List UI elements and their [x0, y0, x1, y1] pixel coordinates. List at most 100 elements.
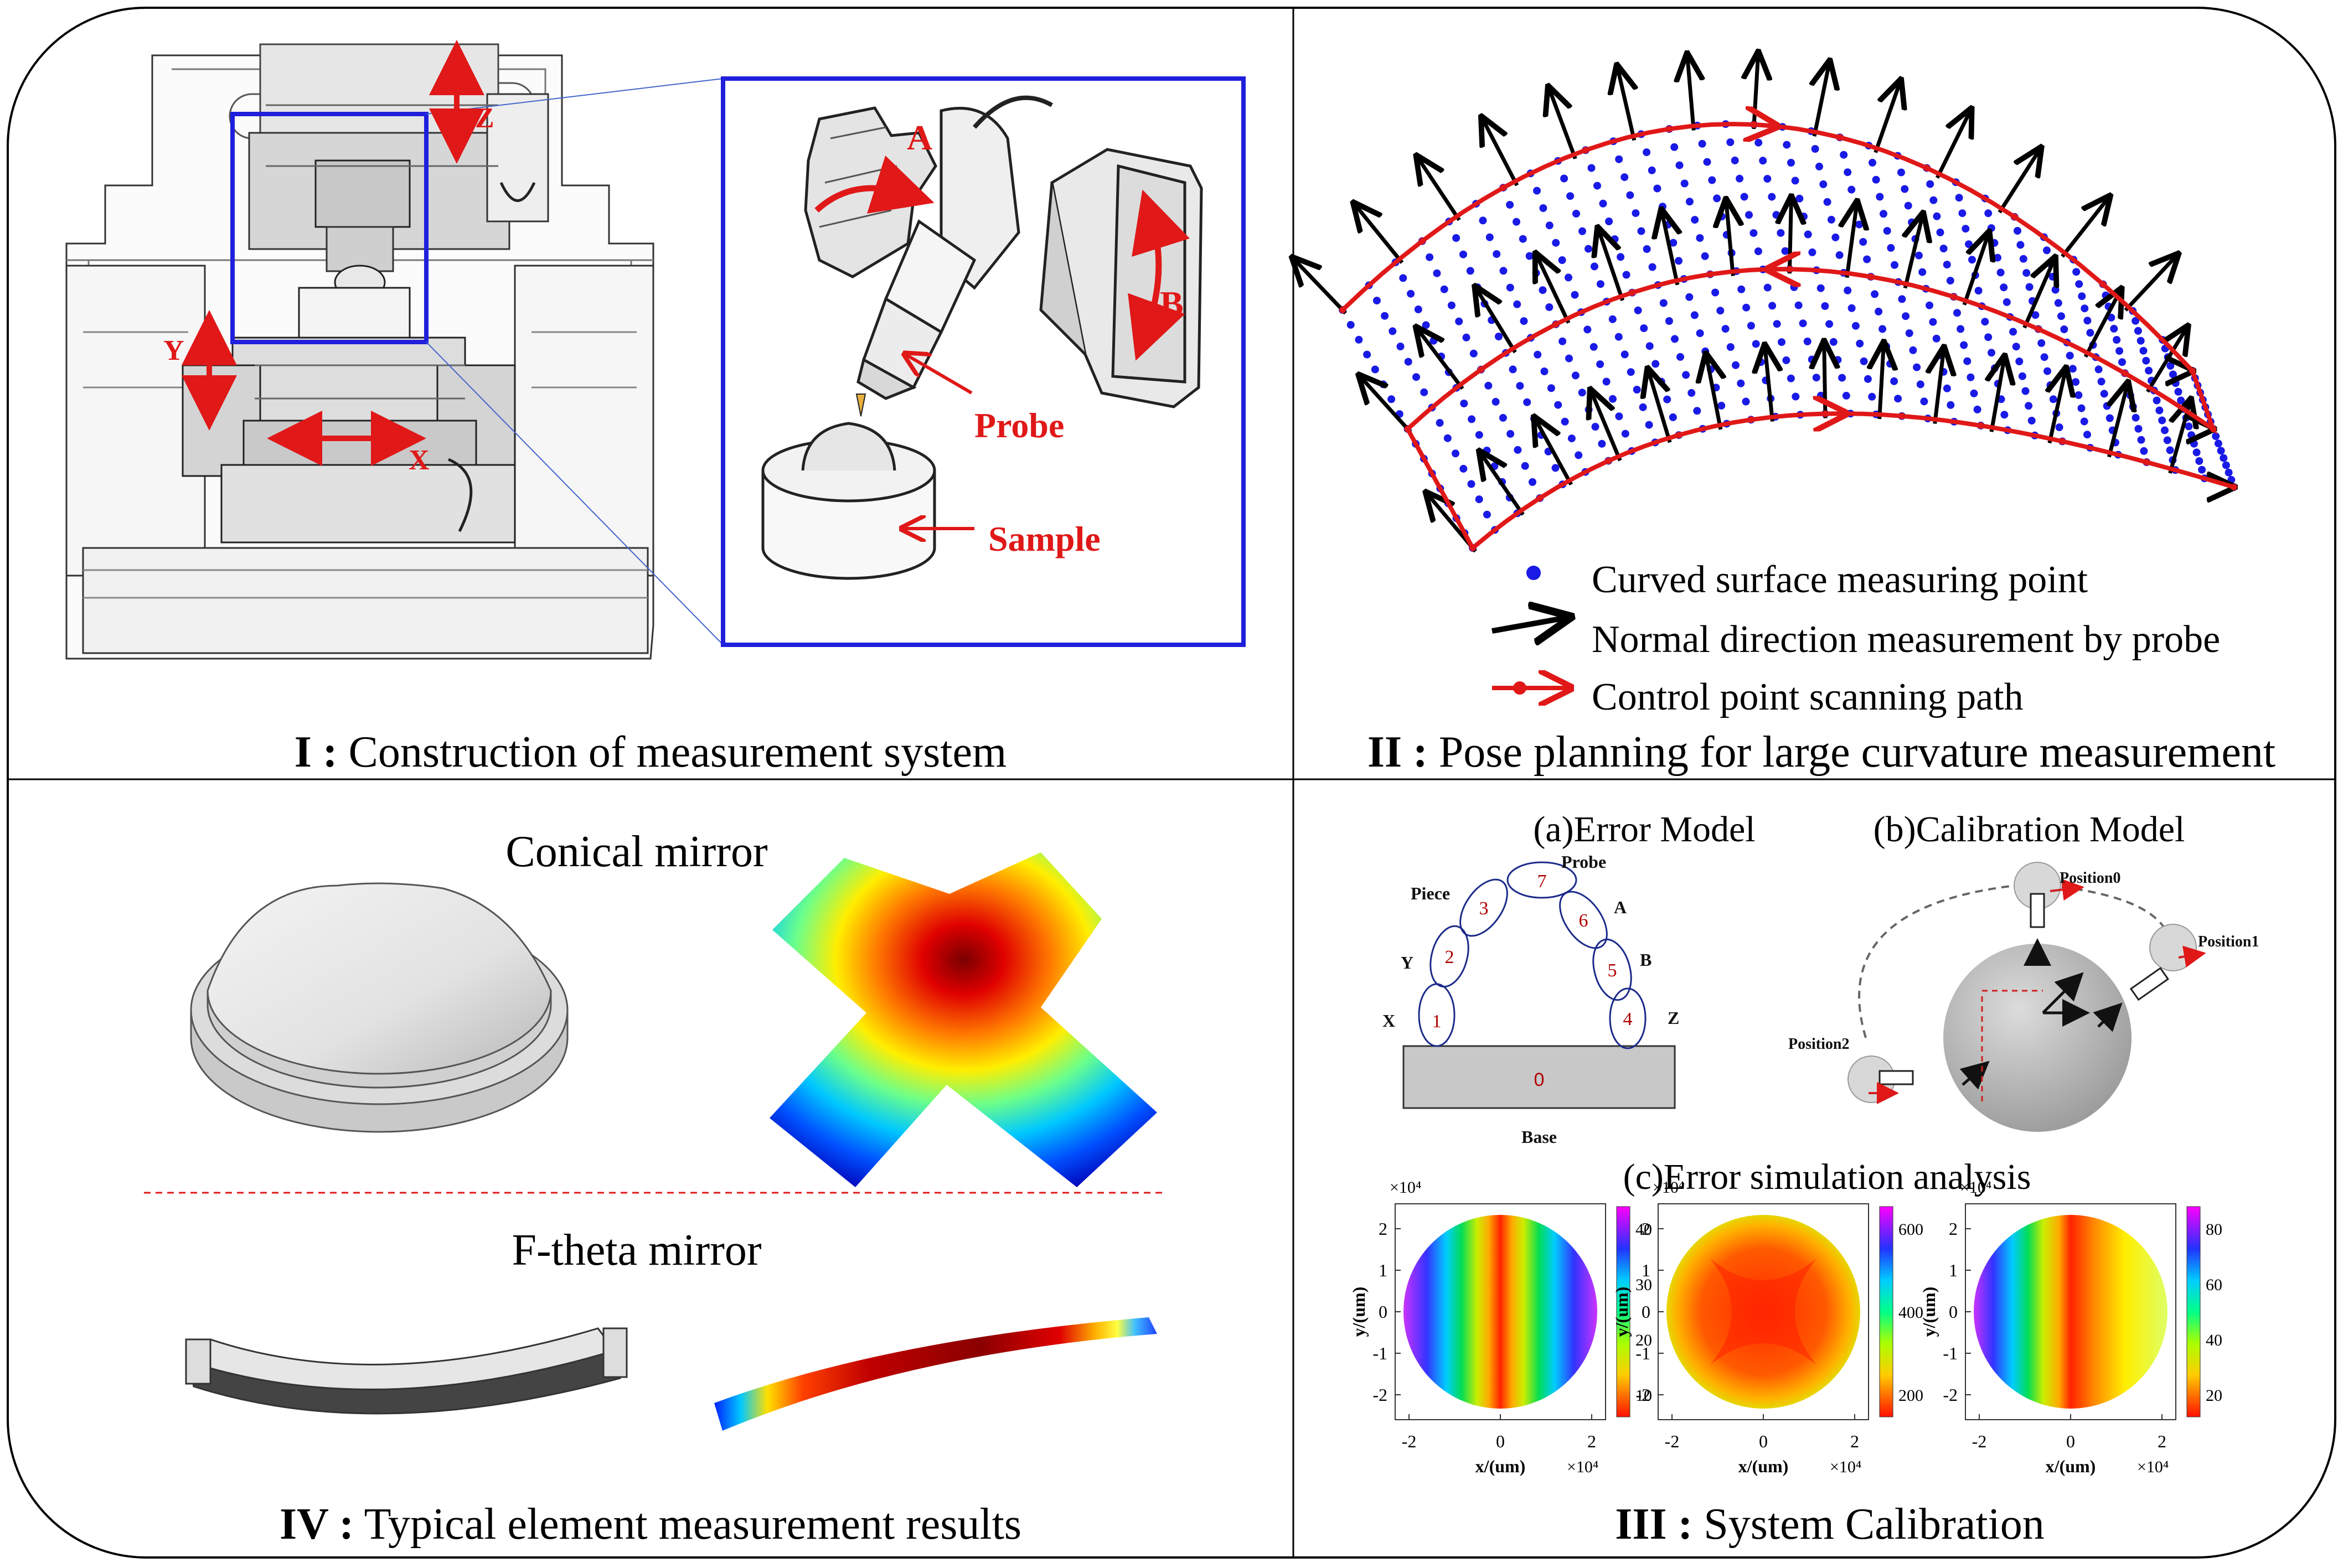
measuring-point: [2078, 292, 2086, 300]
y-tick-label: 0: [1949, 1302, 1958, 1322]
measuring-point: [1825, 320, 1833, 328]
measuring-point: [2129, 403, 2137, 411]
measuring-point: [1906, 329, 1913, 337]
probe-normal-arrow: [2025, 258, 2055, 328]
control-point: [1552, 321, 1559, 328]
measuring-point: [1731, 157, 1739, 164]
measuring-point: [1681, 180, 1689, 188]
measuring-point: [1844, 287, 1851, 294]
x-tick-label: -2: [1402, 1431, 1417, 1451]
y-exponent: ×10⁴: [1653, 1178, 1684, 1197]
error-model-title: (a)Error Model: [1533, 809, 1755, 850]
measuring-point: [1778, 338, 1785, 346]
measuring-point: [1444, 434, 1452, 442]
measuring-point: [1830, 338, 1838, 346]
control-point: [2210, 426, 2217, 432]
measuring-point: [1824, 198, 1831, 206]
measuring-point: [1994, 254, 2001, 262]
measuring-point: [1685, 293, 1693, 301]
measuring-point: [1699, 140, 1706, 148]
measuring-point: [1347, 321, 1355, 329]
measuring-point: [1646, 342, 1654, 350]
measuring-point: [1817, 284, 1825, 292]
measuring-point: [1468, 480, 1475, 488]
measuring-point: [1640, 324, 1648, 332]
colorbar-tick-label: 20: [2206, 1386, 2222, 1405]
measuring-point: [1412, 373, 1420, 381]
measuring-point: [1436, 419, 1444, 427]
measuring-point: [1649, 263, 1656, 271]
measuring-point: [2166, 362, 2174, 370]
control-point: [2059, 438, 2066, 444]
x-tick-label: -2: [1665, 1431, 1680, 1451]
measuring-point: [1675, 257, 1683, 265]
measuring-point: [1696, 234, 1704, 242]
measuring-point: [1611, 235, 1619, 243]
measuring-point: [1883, 227, 1891, 235]
measuring-point: [1918, 268, 1926, 276]
measuring-point: [1405, 358, 1412, 366]
y-link-label: Y: [1401, 953, 1413, 972]
measuring-point: [1953, 309, 1961, 317]
z-link-label: Z: [1668, 1008, 1679, 1028]
control-point: [1836, 134, 1843, 141]
probe-normal-arrow: [1417, 328, 1463, 389]
measuring-point: [1590, 343, 1598, 351]
measuring-point: [2132, 414, 2140, 422]
measuring-point: [1860, 358, 1868, 365]
measuring-point: [1687, 389, 1695, 397]
measuring-point: [2137, 337, 2145, 345]
measuring-point: [1623, 271, 1630, 279]
measuring-point: [1891, 261, 1898, 269]
measuring-point: [1513, 301, 1521, 308]
measuring-point: [1578, 227, 1586, 235]
measuring-point: [1799, 319, 1807, 327]
probe-normal-arrow: [1417, 157, 1459, 220]
measuring-point: [1790, 283, 1798, 291]
measuring-point: [2138, 436, 2145, 444]
measuring-point: [2222, 462, 2230, 469]
probe-normal-arrow: [1814, 61, 1830, 136]
measuring-point: [1749, 229, 1757, 237]
colorbar-tick-label: 600: [1898, 1220, 1923, 1239]
measuring-point: [1737, 286, 1745, 293]
measuring-point: [1926, 180, 1934, 188]
measuring-point: [1742, 304, 1750, 312]
control-point: [2231, 484, 2237, 490]
measuring-point: [1834, 356, 1841, 364]
pose-legend: Curved surface measuring point Normal di…: [1492, 558, 2220, 718]
measuring-point: [1545, 303, 1553, 311]
panel-measurement-results: Conical mirror F-theta mirror IV : Typic…: [144, 827, 1163, 1549]
measuring-point: [1475, 431, 1483, 439]
measuring-point: [2043, 368, 2051, 375]
measuring-point: [1741, 193, 1748, 201]
measuring-point: [1452, 449, 1459, 457]
measuring-point: [1717, 402, 1725, 410]
measuring-point: [2212, 432, 2220, 440]
measuring-point: [2060, 325, 2068, 333]
measuring-point: [1670, 143, 1678, 151]
measuring-point: [2072, 378, 2079, 386]
measuring-point: [1381, 312, 1389, 320]
measuring-point: [1552, 464, 1560, 472]
y-tick-label: 0: [1379, 1302, 1387, 1322]
measuring-point: [2095, 365, 2103, 373]
measuring-point: [1897, 169, 1905, 177]
measuring-point: [1520, 317, 1528, 325]
legend-measuring-point: Curved surface measuring point: [1592, 558, 2088, 601]
measuring-point: [1603, 378, 1611, 386]
measuring-point: [2052, 286, 2060, 294]
control-point: [1405, 426, 1411, 432]
measuring-point: [1634, 307, 1642, 314]
measuring-point: [1915, 252, 1923, 260]
measuring-point: [1591, 262, 1598, 270]
measuring-point: [2103, 402, 2111, 410]
measuring-point: [1583, 325, 1591, 333]
measuring-point: [1514, 446, 1521, 454]
probe-normal-arrow: [1687, 54, 1694, 131]
measuring-point: [1726, 138, 1734, 146]
measuring-point: [1970, 390, 1978, 397]
probe-normal-arrow: [1293, 258, 1345, 313]
measuring-point: [2041, 353, 2048, 361]
